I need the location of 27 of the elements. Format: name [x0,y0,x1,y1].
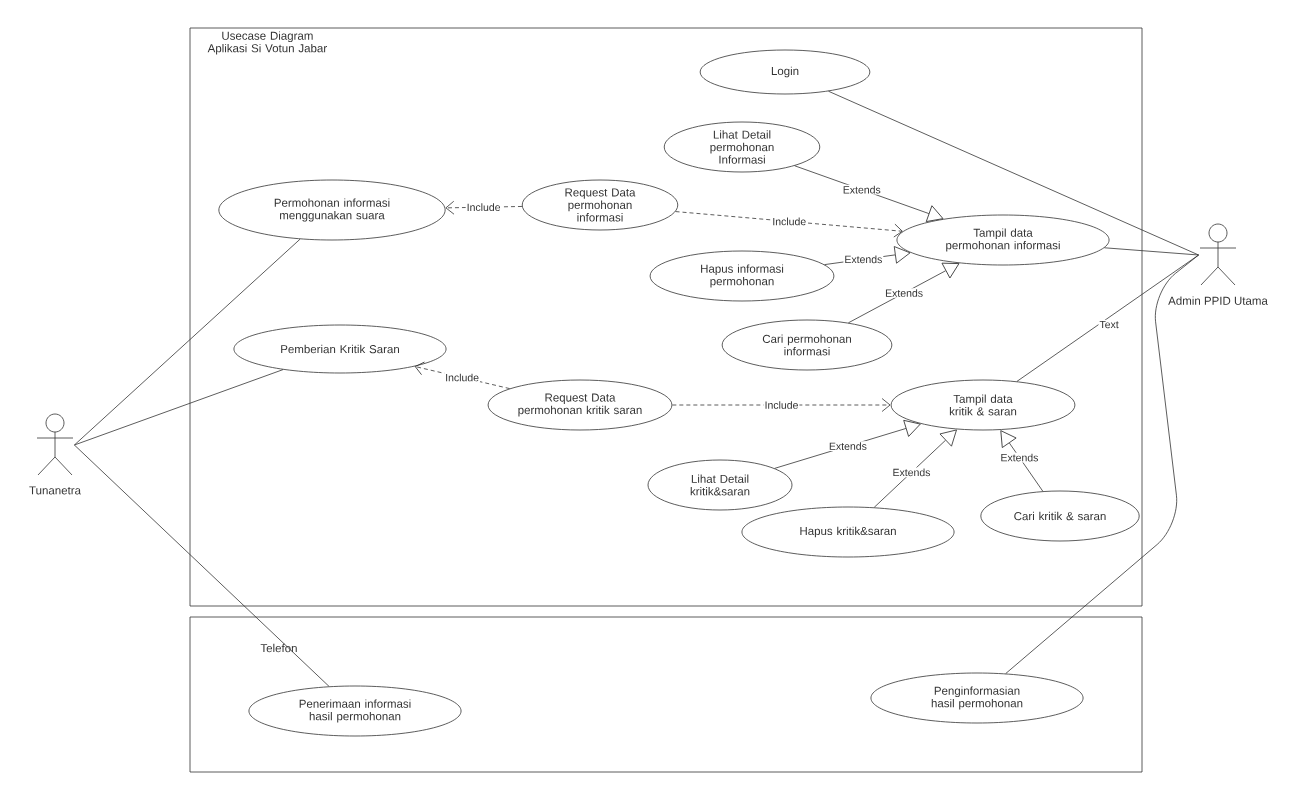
association-line [74,369,284,446]
edge-label: Include [771,216,808,227]
arrow [1000,430,1044,492]
actor-label: Tunanetra [29,486,81,495]
association-line [74,444,330,687]
edge-label: Extends [827,441,868,451]
association-line [74,238,301,446]
edge-label: Include [444,372,481,383]
edge-label: Include [763,400,800,410]
association-line [828,90,1199,256]
dashed-arrow [671,398,891,412]
arrow [774,419,921,469]
edge-label: Extends [999,452,1040,463]
edge-label: Extends [841,184,882,195]
edge-label: Extends [891,467,932,478]
dashed-arrow [675,211,903,238]
arrow [794,165,944,222]
edge-label: Extends [843,254,884,265]
association-line [1016,254,1199,382]
arrow [873,429,957,508]
arrow [848,262,960,324]
edge-label: Extends [884,288,925,298]
edge-label: Include [465,202,502,213]
association-line [1103,247,1199,256]
actor-label: Admin PPID Utama [1168,296,1268,305]
edge-label: Text [1098,319,1120,330]
association-line [1005,254,1199,674]
